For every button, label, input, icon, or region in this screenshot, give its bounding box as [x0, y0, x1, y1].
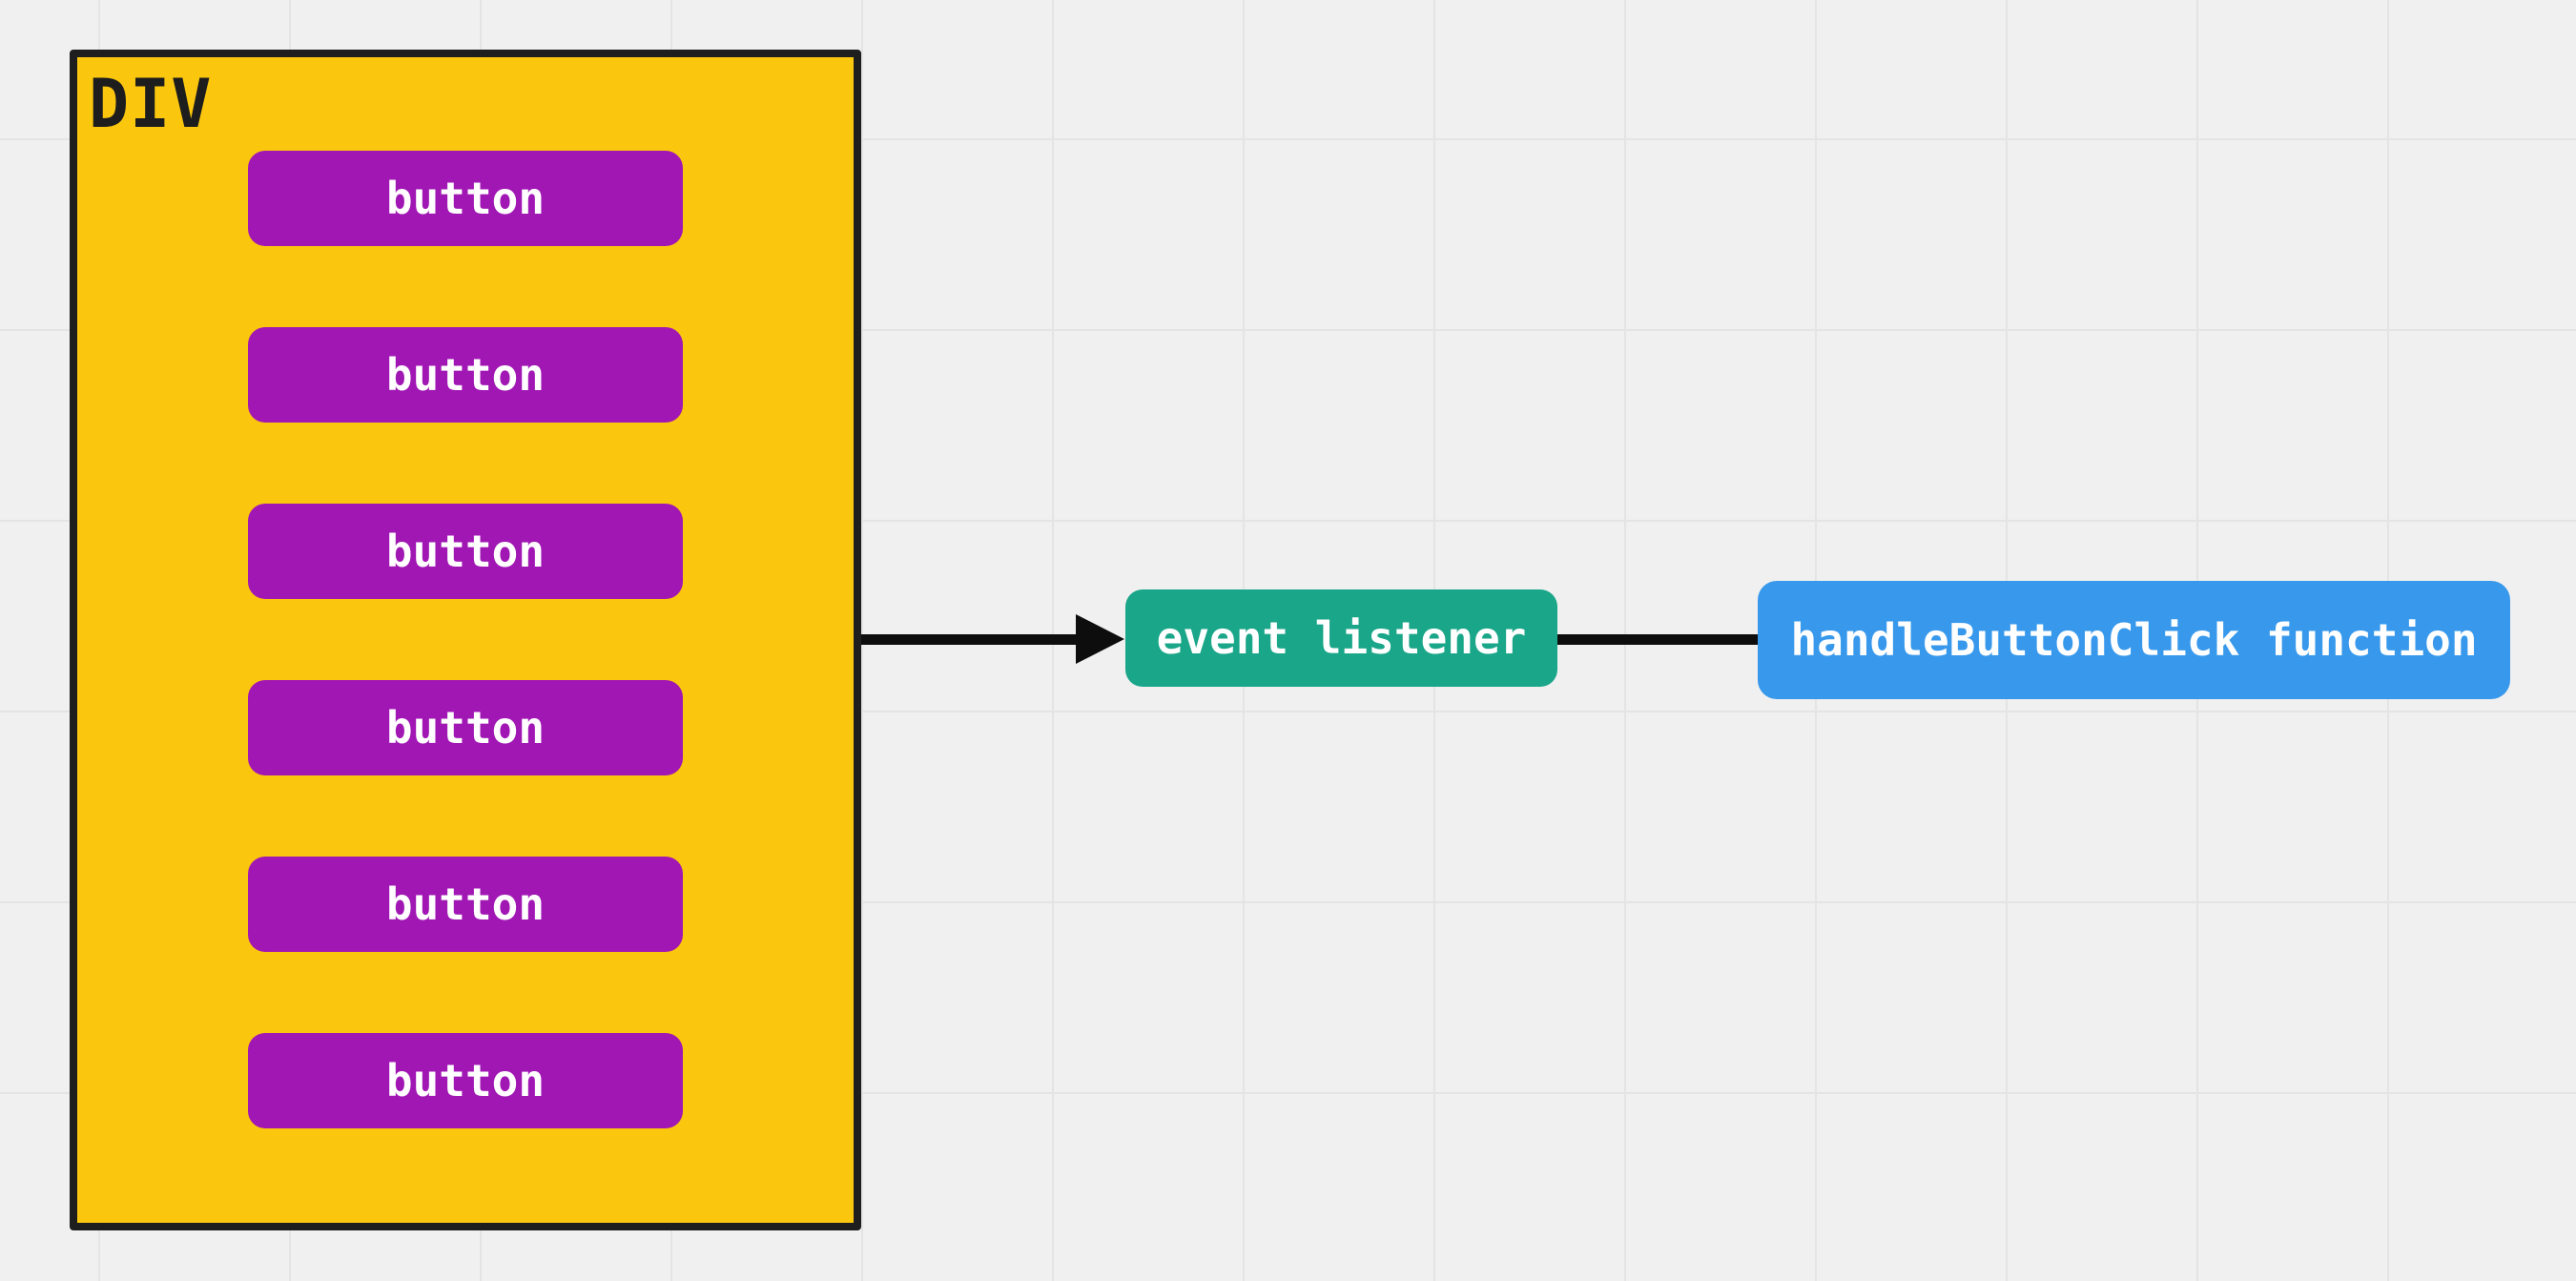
button-node: button: [248, 327, 683, 423]
button-node: button: [248, 680, 683, 775]
div-container-node: DIV button button button button button b…: [70, 50, 861, 1230]
handler-function-node: handleButtonClick function: [1758, 581, 2510, 699]
button-node: button: [248, 857, 683, 952]
connector-listener-to-handler-line: [1557, 634, 1760, 645]
connector-div-to-listener-line: [861, 634, 1081, 645]
button-node: button: [248, 504, 683, 599]
event-listener-node: event listener: [1125, 589, 1557, 687]
arrowhead-right-icon: [1076, 614, 1124, 664]
button-node: button: [248, 1033, 683, 1128]
div-container-label: DIV: [89, 65, 213, 143]
button-node: button: [248, 151, 683, 246]
button-list: button button button button button butto…: [77, 151, 854, 1128]
